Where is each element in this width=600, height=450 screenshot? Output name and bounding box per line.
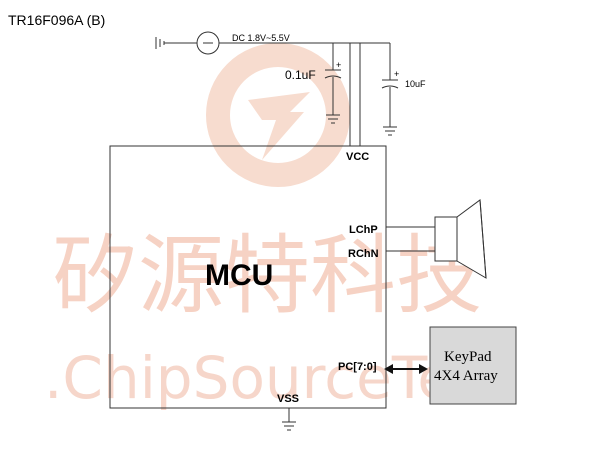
capacitor-0.1uf: + <box>324 60 341 79</box>
ground-symbol-vss <box>282 421 296 431</box>
mcu-block <box>109 145 387 409</box>
keypad-block: KeyPad 4X4 Array <box>429 326 517 405</box>
watermark-chinese-text: 矽源特科技 <box>52 226 482 326</box>
cap1-label: 0.1uF <box>285 68 316 82</box>
pin-rchn-label: RChN <box>348 248 379 260</box>
watermark-logo <box>206 43 350 187</box>
cap1-plus-sign: + <box>336 60 341 70</box>
watermark: 矽源特科技 .ChipSourceTek. <box>44 43 505 412</box>
ground-symbol-cap2 <box>383 126 397 136</box>
dc-source-label: DC 1.8V~5.5V <box>232 33 290 43</box>
pin-lchp-label: LChP <box>349 224 378 236</box>
ground-symbol-top <box>155 37 165 49</box>
watermark-english-text: .ChipSourceTek. <box>44 344 505 412</box>
cap2-label: 10uF <box>405 79 426 89</box>
keypad-label-line2: 4X4 Array <box>434 368 498 384</box>
speaker-icon <box>434 199 487 279</box>
diagram-title: TR16F096A (B) <box>8 12 105 28</box>
ground-symbol-cap1 <box>326 114 340 124</box>
pc-bus-arrow <box>384 364 428 374</box>
capacitor-10uf: + <box>381 69 399 89</box>
cap2-plus-sign: + <box>394 69 399 79</box>
dc-source-symbol <box>196 31 220 55</box>
pin-vcc-label: VCC <box>346 151 369 163</box>
pin-vss-label: VSS <box>277 393 299 405</box>
mcu-label: MCU <box>205 259 273 292</box>
keypad-label-line1: KeyPad <box>444 349 492 365</box>
pin-pc-label: PC[7:0] <box>338 361 377 373</box>
